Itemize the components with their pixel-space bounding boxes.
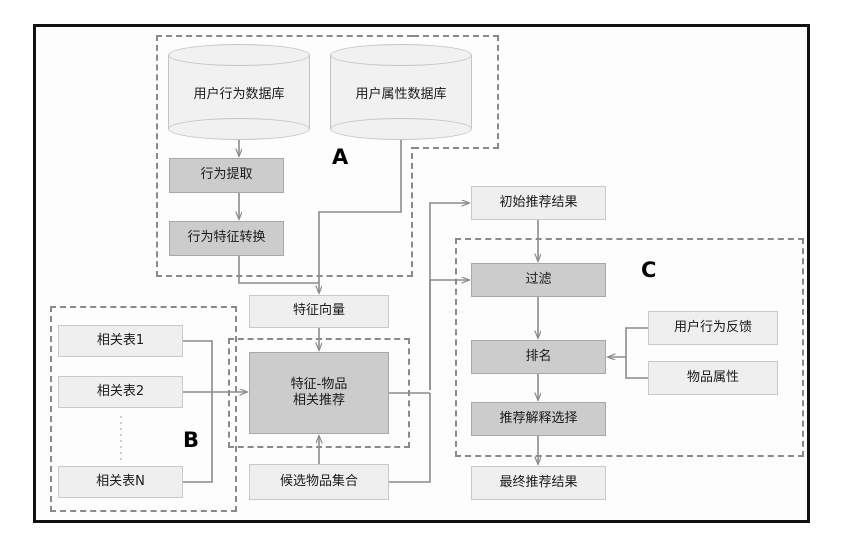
node-initial-rec-result[interactable]: 初始推荐结果 xyxy=(471,186,606,220)
node-related-table-2[interactable]: 相关表2 xyxy=(58,376,183,408)
node-feature-item-rec-line2: 相关推荐 xyxy=(292,393,345,408)
cylinder-body xyxy=(168,55,310,129)
db-user-attribute[interactable]: 用户属性数据库 xyxy=(330,44,472,140)
cylinder-top xyxy=(330,44,472,66)
node-behavior-feature-trans[interactable]: 行为特征转换 xyxy=(169,221,284,256)
group-c-label: C xyxy=(641,258,657,282)
node-rec-explain-select[interactable]: 推荐解释选择 xyxy=(471,402,606,436)
ellipsis-vertical-icon xyxy=(119,416,122,460)
node-feature-item-rec[interactable]: 特征-物品 相关推荐 xyxy=(249,352,389,434)
cylinder-body xyxy=(330,55,472,129)
node-filter[interactable]: 过滤 xyxy=(471,263,606,297)
group-b-label: B xyxy=(183,428,200,452)
node-candidate-item-set[interactable]: 候选物品集合 xyxy=(249,464,389,500)
group-a-label: A xyxy=(332,145,349,169)
node-ranking[interactable]: 排名 xyxy=(471,340,606,374)
node-related-table-n[interactable]: 相关表N xyxy=(58,466,183,498)
db-user-behavior-label: 用户行为数据库 xyxy=(193,86,285,102)
node-behavior-extract[interactable]: 行为提取 xyxy=(169,158,284,193)
node-feature-item-rec-line1: 特征-物品 xyxy=(290,376,348,392)
db-user-attribute-label: 用户属性数据库 xyxy=(355,86,447,102)
node-final-rec-result[interactable]: 最终推荐结果 xyxy=(471,466,606,500)
cylinder-bottom xyxy=(168,118,310,140)
node-related-table-1[interactable]: 相关表1 xyxy=(58,325,183,357)
cylinder-top xyxy=(168,44,310,66)
group-a-boundary-extension xyxy=(413,35,499,149)
node-item-attribute[interactable]: 物品属性 xyxy=(648,361,778,395)
cylinder-bottom xyxy=(330,118,472,140)
node-feature-vector[interactable]: 特征向量 xyxy=(249,295,389,328)
node-user-behavior-feedback[interactable]: 用户行为反馈 xyxy=(648,311,778,345)
group-b-boundary xyxy=(50,306,237,512)
db-user-behavior[interactable]: 用户行为数据库 xyxy=(168,44,310,140)
